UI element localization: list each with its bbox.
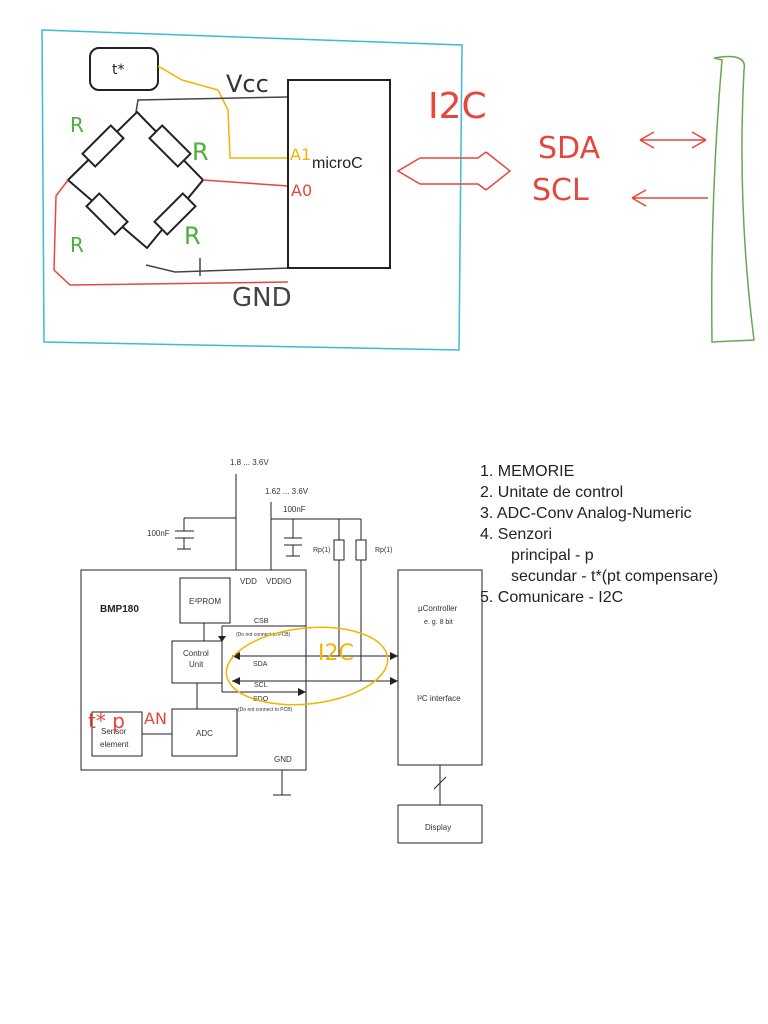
- note-item: 2. Unitate de control: [480, 484, 624, 501]
- vddio-pin-label: VDDIO: [266, 577, 291, 586]
- sda-arrows: [639, 131, 707, 149]
- vdd-range-label: 1.8 ... 3.6V: [230, 458, 269, 467]
- temp-sensor-box: [89, 47, 159, 91]
- gnd-pin-label: GND: [274, 755, 292, 764]
- tp-annotation: t* p: [88, 709, 125, 733]
- microc-label: microC: [312, 155, 363, 172]
- bridge-diamond: [66, 110, 205, 250]
- sda-label: SDA: [538, 131, 601, 166]
- control-unit-line2: Unit: [189, 660, 204, 669]
- resistor-label-3: R: [70, 233, 84, 257]
- i2c-highlight: [225, 626, 389, 706]
- bridge-left-wire: [53, 179, 289, 286]
- display-label: Display: [425, 823, 451, 832]
- note-subitem: principal - p: [511, 547, 594, 564]
- sdo-note: (Do not connect to PCB): [238, 707, 293, 713]
- sdo-pin-label: SDO: [253, 696, 269, 703]
- sketch-border: [41, 29, 463, 351]
- an-annotation: AN: [144, 709, 167, 728]
- resistor-label-4: R: [184, 222, 201, 250]
- ucontroller-line2: e. g. 8 bit: [424, 619, 453, 626]
- resistor-top-right: [148, 124, 192, 168]
- bridge-top-wire: [135, 96, 289, 113]
- notes-list: 1. MEMORIE 2. Unitate de control 3. ADC-…: [480, 461, 718, 608]
- resistor-label-1: R: [70, 113, 84, 137]
- i2c-double-arrow: [396, 151, 512, 191]
- resistor-bottom-right: [153, 192, 197, 236]
- rp2-label: Rp(1): [375, 547, 393, 554]
- sensor-line2: element: [100, 740, 129, 749]
- microc-box: [287, 79, 391, 269]
- vdd-pin-label: VDD: [240, 577, 257, 586]
- resistor-bottom-left: [85, 192, 129, 236]
- sensor-line1: Sensor: [101, 727, 127, 736]
- sda-pin-label: SDA: [253, 661, 268, 668]
- i2c-annotation: I2C: [318, 641, 354, 666]
- schematic: [80, 474, 483, 844]
- i2c-bus-label: I2C: [428, 86, 487, 127]
- scl-arrow: [631, 189, 708, 207]
- temp-wire: [157, 65, 288, 159]
- adc-label: ADC: [196, 729, 213, 738]
- note-subitem: secundar - t*(pt compensare): [511, 568, 719, 585]
- note-item: 1. MEMORIE: [480, 463, 575, 480]
- bus-arrowheads: [218, 636, 398, 696]
- scl-label: SCL: [532, 173, 589, 208]
- bridge-output-wire: [202, 179, 289, 187]
- eeprom-label: E²PROM: [189, 597, 221, 606]
- green-bracket: [710, 55, 755, 343]
- gnd-label: GND: [232, 283, 292, 313]
- note-item: 5. Comunicare - I2C: [480, 589, 624, 606]
- chip-label: BMP180: [100, 604, 139, 615]
- note-item: 4. Senzori: [480, 526, 553, 543]
- temp-sensor-label: t*: [112, 62, 125, 78]
- vcc-label: Vcc: [226, 70, 269, 98]
- ucontroller-line1: µController: [418, 604, 458, 613]
- control-unit-line1: Control: [183, 649, 209, 658]
- scl-pin-label: SCL: [254, 682, 268, 689]
- resistor-top-left: [81, 124, 125, 168]
- rp1-label: Rp(1): [313, 547, 331, 554]
- bridge-gnd-wire: [145, 264, 291, 273]
- vddio-range-label: 1.62 ... 3.6V: [265, 487, 309, 496]
- csb-label: CSB: [254, 618, 269, 625]
- cap2-label: 100nF: [283, 505, 306, 514]
- pin-a0-label: A0: [291, 181, 312, 200]
- i2c-interface-label: I²C interface: [417, 694, 461, 703]
- resistor-label-2: R: [192, 138, 209, 166]
- pin-a1-label: A1: [290, 145, 311, 164]
- note-item: 3. ADC-Conv Analog-Numeric: [480, 505, 692, 522]
- cap1-label: 100nF: [147, 529, 170, 538]
- csb-note: (Do not connect to PCB): [236, 632, 291, 638]
